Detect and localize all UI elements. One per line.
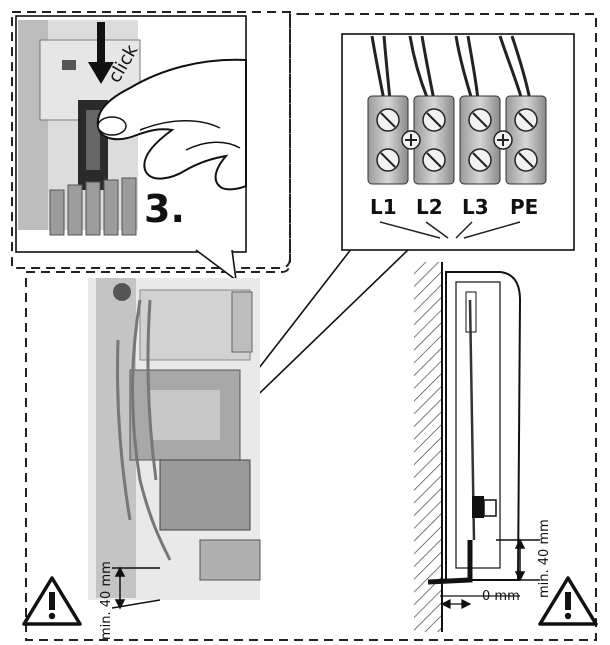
device-interior-photo xyxy=(88,278,261,600)
step-number: 3. xyxy=(144,187,185,231)
right-clearance-label: min. 40 mm xyxy=(537,519,552,598)
left-clearance-dimension xyxy=(111,566,161,610)
terminal-label-l2: L2 xyxy=(416,195,443,219)
step-callout-pointer xyxy=(195,249,238,282)
terminal-cables xyxy=(370,35,532,101)
hand-illustration xyxy=(96,58,247,191)
wall-hatch xyxy=(414,262,442,632)
terminal-label-pe: PE xyxy=(510,195,538,219)
terminal-block xyxy=(367,95,547,185)
gap-dimension xyxy=(440,599,472,609)
left-clearance-label: min. 40 mm xyxy=(99,561,114,640)
terminal-label-l3: L3 xyxy=(462,195,489,219)
right-clearance-dimension xyxy=(496,538,540,582)
terminal-wire-fanout xyxy=(379,221,521,239)
click-detail-photo: click 3. xyxy=(15,15,247,253)
device-side-view xyxy=(427,271,522,597)
warning-triangle-icon xyxy=(538,576,598,626)
arrow-down-icon xyxy=(88,22,114,84)
gap-label: 0 mm xyxy=(482,589,520,604)
terminal-label-l1: L1 xyxy=(370,195,397,219)
warning-triangle-icon xyxy=(22,576,82,626)
detail-dashed-frame xyxy=(11,11,291,269)
